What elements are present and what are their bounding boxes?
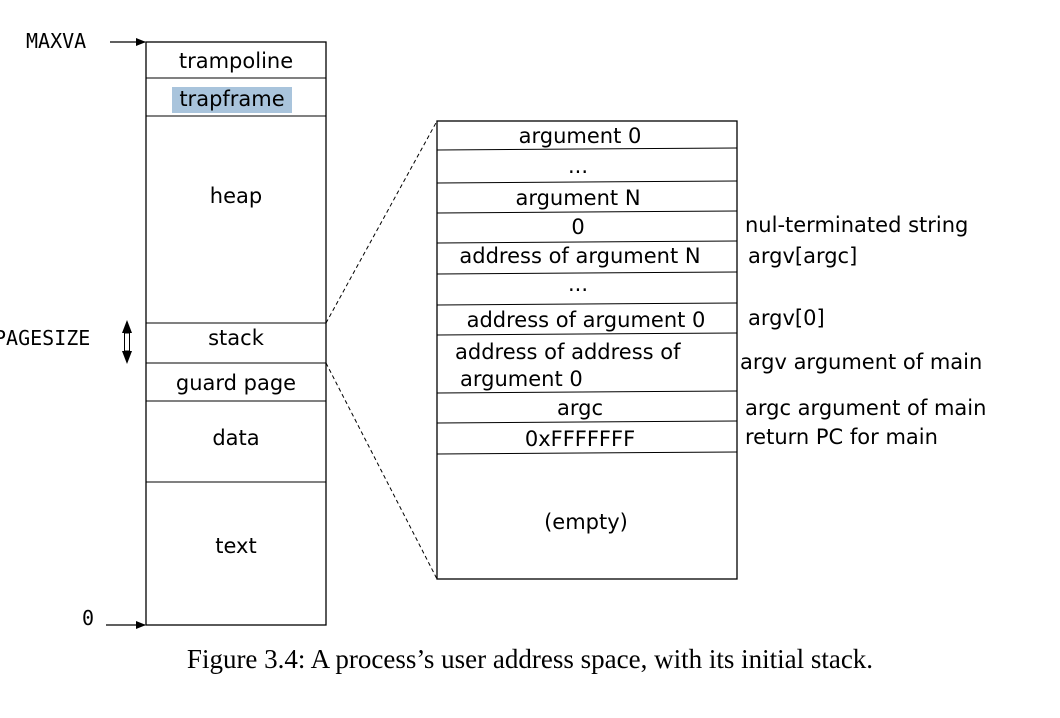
region-trampoline: trampoline <box>179 49 293 73</box>
annotation-argc-argument-of-main: argc argument of main <box>745 396 986 420</box>
stack-detail-column: argument 0 ... argument N 0 address of a… <box>436 120 738 580</box>
address-space-figure: MAXVA PAGESIZE 0 trampoline trapframe he… <box>0 29 986 630</box>
stack-cell-address-of-address-line-1: address of address of <box>455 340 681 364</box>
annotation-return-pc-for-main: return PC for main <box>745 425 938 449</box>
trapframe-highlight <box>172 87 292 113</box>
zoom-line-top <box>325 120 438 324</box>
stack-cell-address-of-address-line-2: argument 0 <box>460 367 583 391</box>
annotation-nul-terminated-string: nul-terminated string <box>745 213 968 237</box>
region-trapframe: trapframe <box>179 87 284 111</box>
annotation-argv-0: argv[0] <box>748 306 825 330</box>
stack-cell-argument-n: argument N <box>515 186 640 210</box>
region-guard-page: guard page <box>176 371 296 395</box>
maxva-label: MAXVA <box>26 29 86 53</box>
stack-cell-ellipsis-1: ... <box>568 154 588 178</box>
pagesize-double-arrow-icon <box>122 320 132 364</box>
stack-detail-outline <box>436 120 738 580</box>
region-stack: stack <box>208 326 265 350</box>
zero-label: 0 <box>82 606 94 630</box>
figure-caption: Figure 3.4: A process’s user address spa… <box>186 644 874 674</box>
stack-cell-argument-0: argument 0 <box>519 124 642 148</box>
stack-cell-address-of-argument-n: address of argument N <box>459 244 700 268</box>
stack-cell-empty: (empty) <box>544 510 628 534</box>
stack-cell-address-of-argument-0: address of argument 0 <box>467 308 706 332</box>
stack-cell-ellipsis-2: ... <box>568 272 588 296</box>
annotation-argv-argument-of-main: argv argument of main <box>740 350 982 374</box>
address-space-column: trampoline trapframe heap stack guard pa… <box>145 41 327 626</box>
stack-cell-argc: argc <box>557 396 603 420</box>
stack-cell-zero: 0 <box>571 215 584 239</box>
region-text: text <box>215 534 256 558</box>
stack-cell-return-pc: 0xFFFFFFF <box>525 427 635 451</box>
region-heap: heap <box>210 184 262 208</box>
region-data: data <box>212 426 259 450</box>
zoom-line-bottom <box>325 362 438 580</box>
address-space-outline <box>145 41 327 626</box>
pagesize-label: PAGESIZE <box>0 326 90 350</box>
annotation-argv-argc: argv[argc] <box>748 244 857 268</box>
